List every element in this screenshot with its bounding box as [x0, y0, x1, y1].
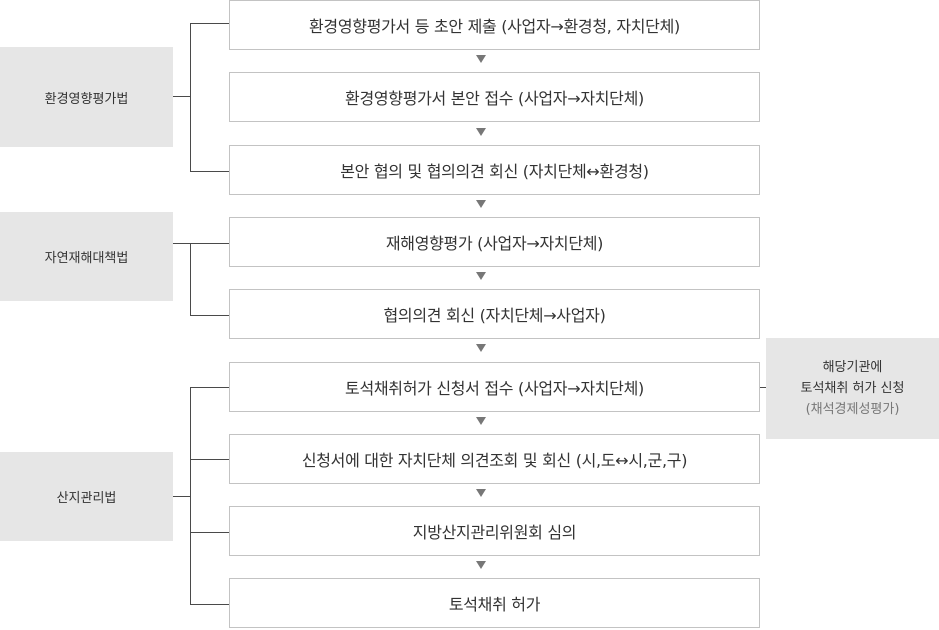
step-label: 토석채취 허가	[448, 595, 541, 614]
law-box-environmental-impact: 환경영향평가법	[0, 47, 173, 147]
step-opinion-reply: 협의의견 회신 (자치단체→사업자)	[229, 289, 760, 339]
connector-line	[173, 243, 229, 244]
connector-line	[190, 23, 191, 172]
step-opinion-inquiry: 신청서에 대한 자치단체 의견조회 및 회신 (시,도↔시,군,구)	[229, 434, 760, 484]
down-arrow-icon	[476, 272, 486, 280]
step-label: 재해영향평가 (사업자→자치단체)	[385, 234, 604, 253]
connector-line	[173, 96, 191, 97]
down-arrow-icon	[476, 128, 486, 136]
step-label: 토석채취허가 신청서 접수 (사업자→자치단체)	[345, 379, 644, 398]
connector-line	[190, 604, 229, 605]
down-arrow-icon	[476, 561, 486, 569]
step-committee-review: 지방산지관리위원회 심의	[229, 506, 760, 556]
law-label: 환경영향평가법	[44, 91, 129, 107]
connector-line	[190, 243, 191, 316]
connector-line	[190, 459, 229, 460]
side-note-subtext: (채석경제성평가)	[805, 402, 900, 417]
step-draft-submission: 환경영향평가서 등 초안 제출 (사업자→환경청, 자치단체)	[229, 0, 760, 50]
down-arrow-icon	[476, 417, 486, 425]
step-label: 지방산지관리위원회 심의	[412, 523, 577, 542]
law-label: 산지관리법	[56, 491, 117, 506]
step-label: 협의의견 회신 (자치단체→사업자)	[383, 306, 606, 325]
connector-line	[190, 171, 229, 172]
side-note-box: 해당기관에 토석채취 허가 신청 (채석경제성평가)	[766, 338, 939, 439]
connector-line	[190, 532, 229, 533]
down-arrow-icon	[476, 200, 486, 208]
side-note-line: 토석채취 허가 신청	[800, 381, 905, 396]
side-note-line: 해당기관에	[822, 360, 883, 375]
step-disaster-impact-assessment: 재해영향평가 (사업자→자치단체)	[229, 217, 760, 267]
connector-line	[190, 387, 191, 605]
down-arrow-icon	[476, 489, 486, 497]
step-label: 신청서에 대한 자치단체 의견조회 및 회신 (시,도↔시,군,구)	[301, 451, 688, 470]
connector-line	[190, 315, 229, 316]
connector-line	[190, 387, 229, 388]
step-final-receipt: 환경영향평가서 본안 접수 (사업자→자치단체)	[229, 72, 760, 122]
step-label: 환경영향평가서 본안 접수 (사업자→자치단체)	[345, 89, 644, 108]
step-consultation-reply: 본안 협의 및 협의의견 회신 (자치단체↔환경청)	[229, 145, 760, 195]
connector-line	[760, 387, 766, 388]
down-arrow-icon	[476, 344, 486, 352]
step-permit-application: 토석채취허가 신청서 접수 (사업자→자치단체)	[229, 362, 760, 412]
step-label: 본안 협의 및 협의의견 회신 (자치단체↔환경청)	[340, 162, 649, 181]
law-box-mountain-management: 산지관리법	[0, 452, 173, 541]
law-box-natural-disaster: 자연재해대책법	[0, 212, 173, 301]
connector-line	[190, 23, 229, 24]
down-arrow-icon	[476, 55, 486, 63]
connector-line	[173, 496, 191, 497]
law-label: 자연재해대책법	[44, 251, 129, 266]
step-label: 환경영향평가서 등 초안 제출 (사업자→환경청, 자치단체)	[309, 17, 680, 36]
step-permit-granted: 토석채취 허가	[229, 578, 760, 628]
